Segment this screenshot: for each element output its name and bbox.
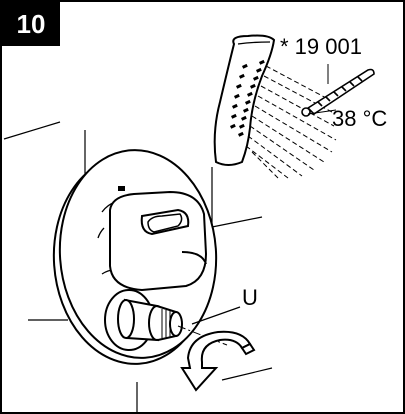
spindle-splines (161, 309, 171, 338)
plate-marking (118, 186, 125, 191)
temperature-label: 38 °C (332, 106, 387, 131)
part-u-leader-line (191, 306, 241, 325)
step-number-badge: 10 (2, 2, 60, 46)
shower-nozzles (229, 59, 265, 137)
part-number-label: * 19 001 (280, 34, 362, 59)
rotate-counterclockwise-arrow-icon (180, 330, 256, 392)
temperature-leader-line (307, 109, 337, 115)
valve-spindle (104, 289, 183, 351)
thermostat-handle (109, 190, 208, 292)
water-spray-lines (245, 65, 337, 179)
hand-shower-icon (213, 34, 276, 166)
part-u-label: U (242, 285, 258, 310)
spindle-axis-line (177, 325, 228, 346)
thermometer-icon (301, 68, 375, 117)
